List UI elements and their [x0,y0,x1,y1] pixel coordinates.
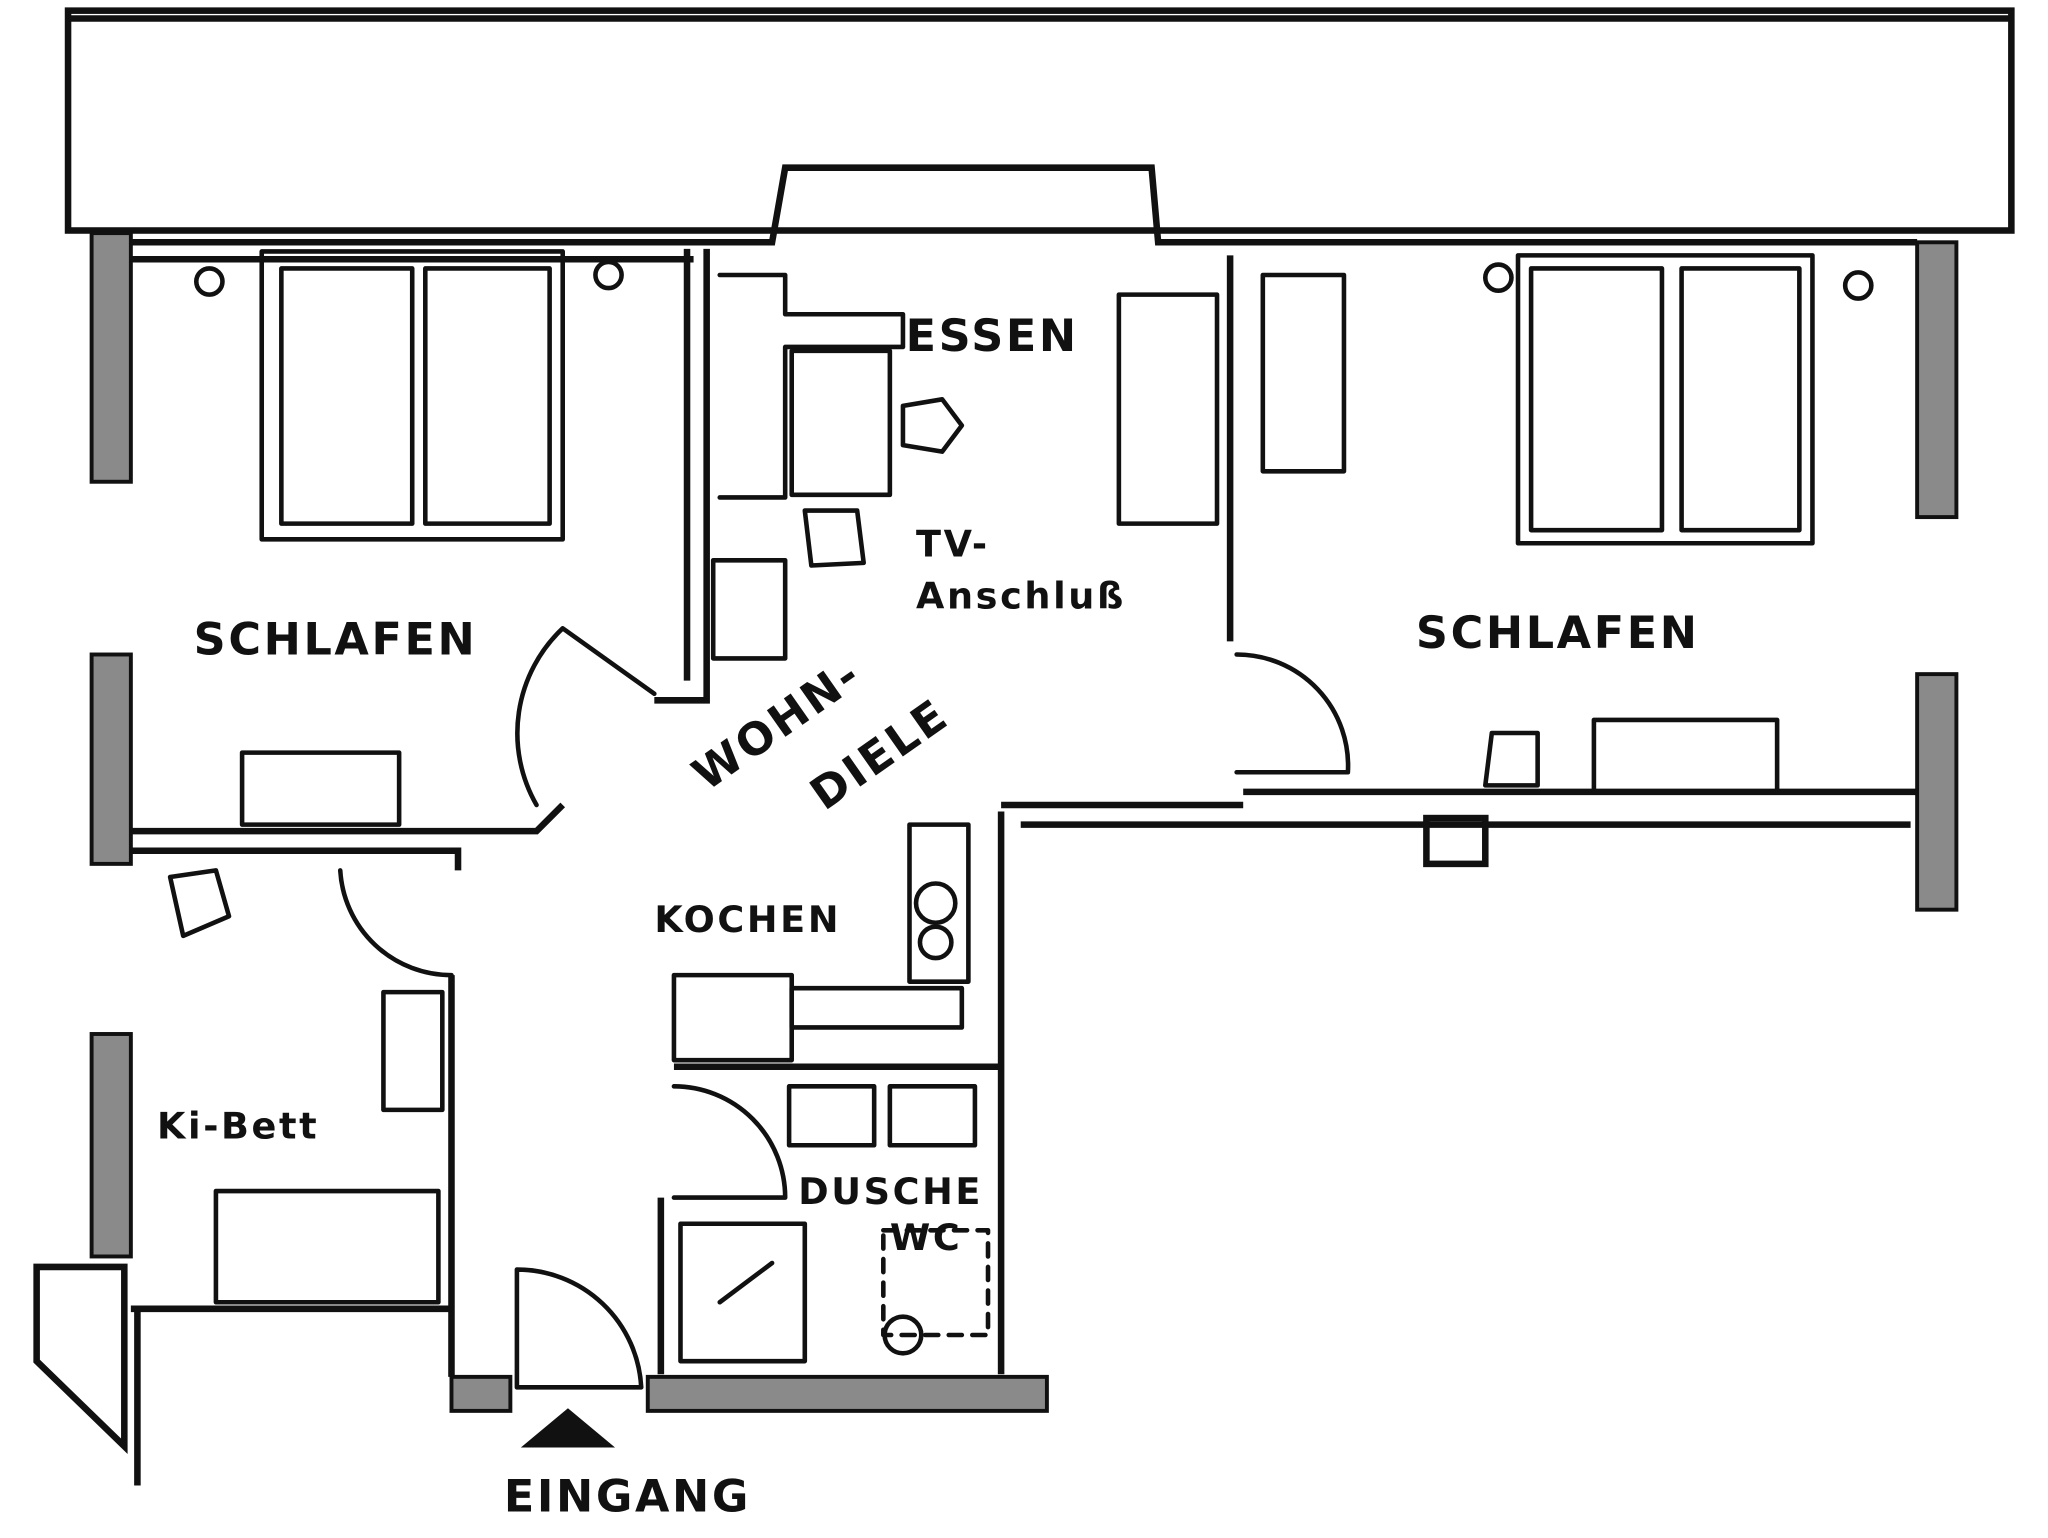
tv-label-line2: Anschluß [916,575,1126,618]
room-label-dining: ESSEN [906,311,1079,362]
walls [33,164,1959,1486]
entrance-arrow-icon [520,1408,616,1448]
balcony [64,7,2015,234]
entrance-label: EINGANG [504,1472,751,1523]
room-label-bedroom-right: SCHLAFEN [1416,608,1700,659]
double-bed-right [1515,253,1815,546]
room-label-kitchen: KOCHEN [654,898,841,941]
furniture [167,165,1874,1364]
double-bed-left [259,249,565,542]
room-label-kids: Ki-Bett [157,1105,319,1148]
room-label-bedroom-left: SCHLAFEN [194,614,478,665]
doors [337,626,1351,1448]
tv-label-line1: TV- [916,522,990,565]
room-label-bath-1: DUSCHE [798,1170,983,1213]
room-label-bath-2: WC [890,1216,963,1259]
